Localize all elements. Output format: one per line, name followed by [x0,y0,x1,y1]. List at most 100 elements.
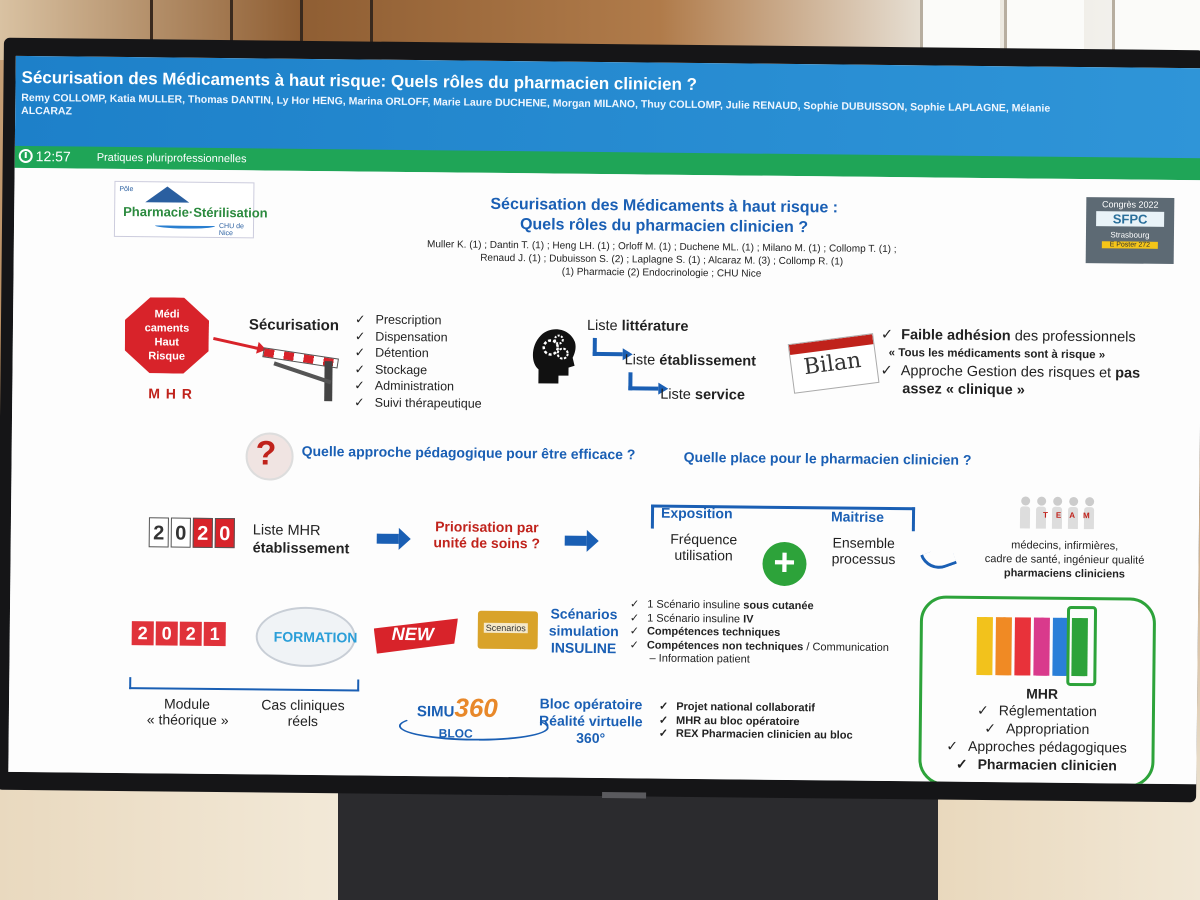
monitor: Sécurisation des Médicaments à haut risq… [0,37,1200,803]
time-text: 12:57 [35,148,71,165]
list-item: Projet national collaboratif [659,701,853,717]
new-badge: NEW [374,618,458,655]
head-gears-icon [532,329,576,384]
logo-pole: Pôle [119,185,134,194]
sim-item-bold: IV [743,613,754,626]
simu-ring [398,711,549,742]
arrow-right-icon [213,336,261,351]
bloc-line1: Bloc opératoire [539,695,643,713]
check-icon: ✓ [880,362,893,380]
plus-icon: + [762,541,807,587]
scenarios-title: Scénarios simulation INSULINE [540,605,629,657]
person-icon [995,617,1012,676]
bilan-point-1-bold: Faible adhésion [901,327,1011,345]
ensemble-line1: Ensemble [832,534,895,552]
bilan-point-2: ✓ Approche Gestion des risques et pas [880,363,1140,382]
header-title: Sécurisation des Médicaments à haut risq… [21,67,698,94]
bilan-text: Bilan [802,347,863,381]
sfpc-badge: Congrès 2022 SFPC Strasbourg E Poster 27… [1085,197,1175,264]
sim-item-bold: sous cutanée [743,599,814,613]
simu-bloc: BLOC [438,726,473,741]
person-icon [1019,496,1031,530]
liste-service-label: service [694,386,746,404]
year-digit: 2 [131,621,154,646]
list-item: Suivi thérapeutique [354,394,482,412]
sfpc-line4: E Poster 272 [1101,241,1158,249]
priorisation: Priorisation par unité de soins ? [429,518,545,551]
pharmacie-logo: Pôle Pharmacie·Stérilisation CHU de Nice [113,180,268,239]
maitrise-label: Maitrise [830,508,885,525]
sim-sub: – Information patient [649,652,750,666]
priorisation-line2: unité de soins ? [433,534,541,552]
list-item: REX Pharmacien clinicien au bloc [659,728,853,744]
mhr-box-title: MHR [1026,685,1059,702]
stop-sign-text: Risque [148,350,186,363]
screen: Sécurisation des Médicaments à haut risq… [8,55,1200,785]
year-digit: 1 [203,621,226,647]
stop-sign-text: Haut [154,336,180,349]
ensemble: Ensemble processus [820,534,906,567]
scenarios-image-text: Scenarios [483,622,528,634]
elbow-arrow-icon [592,337,623,357]
sfpc-line1: Congrès 2022 [1101,199,1159,210]
monitor-brand: SAMSUNG [602,792,647,799]
stair-rail [370,0,373,44]
question-2: Quelle place pour le pharmacien clinicie… [683,448,972,468]
liste-etablissement-label: établissement [659,352,757,370]
year-2020-counter: 2 0 2 0 [148,517,235,549]
team-figures-icon: TEAM [1019,496,1098,531]
list-item: Stockage [354,361,482,379]
ensemble-line2: processus [831,550,896,568]
year-digit: 0 [214,517,235,549]
bilan-point-1: ✓ Faible adhésion des professionnels [881,327,1136,346]
team-tag: TEAM [1042,510,1098,521]
liste-prefix: Liste [624,352,656,369]
list-item: Réglementation [922,700,1152,720]
mhr-box-list: Réglementation Appropriation Approches p… [921,700,1152,774]
person-icon [1014,617,1031,676]
bloc-line3: 360° [576,729,606,747]
sfpc-logo: SFPC [1096,211,1165,227]
formation-image: FORMATION [255,606,358,668]
stair-rail [300,0,303,44]
priorisation-line1: Priorisation par [435,518,539,536]
list-item: Administration [354,377,482,395]
scenarios-line1: Scénarios [550,605,618,623]
wave-icon [154,222,216,229]
cas-cliniques: Cas cliniques réels [255,696,351,729]
year-digit: 0 [155,621,178,646]
frequence-line1: Fréquence [670,530,738,548]
arrow-right-icon [564,535,587,546]
frequence-line2: utilisation [674,546,733,564]
person-icon [976,616,993,676]
arrow-right-icon [376,533,399,544]
stop-sign-icon: Médi caments Haut Risque [124,297,209,374]
sim-item-text: 1 Scénario insuline [647,612,744,626]
clock-icon [18,148,33,164]
year-digit: 0 [170,517,191,548]
header-authors: Remy COLLOMP, Katia MULLER, Thomas DANTI… [21,91,1051,118]
simulation-list: 1 Scénario insuline sous cutanée 1 Scéna… [630,598,890,655]
liste-service: Liste service [660,387,745,404]
securisation-list: Prescription Dispensation Détention Stoc… [354,311,483,411]
professionals: médecins, infirmières, cadre de santé, i… [964,538,1164,582]
new-text: NEW [391,623,434,645]
logo-text: Pharmacie·Stérilisation [123,203,268,221]
elbow-arrow-icon [628,372,659,391]
liste-etablissement: Liste établissement [625,352,757,369]
bloc-title: Bloc opératoire Réalité virtuelle 360° [535,695,648,747]
professionals-line3: pharmaciens cliniciens [1003,567,1126,581]
liste-mhr: Liste MHR [252,522,321,540]
highlight-frame [1066,605,1098,687]
sim-item-bold: Compétences techniques [646,625,781,639]
module-bracket [129,677,360,692]
mountain-icon [145,186,190,203]
securisation-label: Sécurisation [248,316,340,335]
question-mark-icon: ? [245,432,294,481]
stop-sign-text: Médi [154,308,180,321]
scenarios-image: Scenarios [477,610,538,650]
stair-rail [150,0,153,44]
simu360-logo: SIMU360 BLOC [398,692,549,742]
liste-litterature-label: littérature [621,318,689,335]
cas-line2: réels [287,712,319,730]
